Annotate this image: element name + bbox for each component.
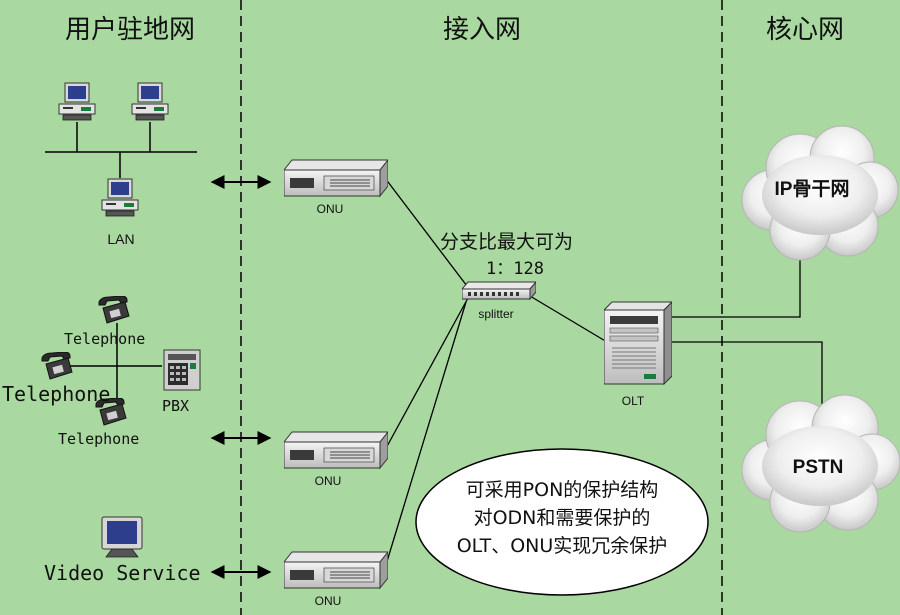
splitter-label: splitter	[478, 307, 513, 321]
note-line1: 可采用PON的保护结构	[466, 479, 659, 501]
split-ratio-line2: 1：128	[486, 259, 544, 279]
olt-icon	[604, 301, 672, 385]
fiber-links	[384, 177, 823, 569]
onu-2-icon	[284, 431, 388, 469]
lan-pc-2-icon	[131, 82, 169, 121]
lan-network: LAN	[45, 82, 197, 247]
zone-title-core: 核心网	[766, 15, 844, 45]
ip-backbone-label: IP骨干网	[775, 178, 850, 200]
note-line3: OLT、ONU实现冗余保护	[457, 535, 668, 557]
video-monitor-icon	[101, 516, 143, 558]
telephone-3-label: Telephone	[58, 430, 139, 448]
lan-pc-3-icon	[101, 178, 139, 217]
lan-label: LAN	[107, 231, 134, 247]
onu-1-label: ONU	[317, 202, 344, 216]
onu-2-label: ONU	[315, 474, 342, 488]
split-ratio-line1: 分支比最大可为	[440, 231, 573, 253]
telephone-2-label: Telephone	[2, 382, 110, 406]
pstn-label: PSTN	[793, 457, 844, 478]
telephone-network: Telephone Telephone Telephone PBX	[2, 296, 201, 448]
onu-1-icon	[284, 159, 388, 197]
pbx-label: PBX	[162, 397, 189, 415]
telephone-1-label: Telephone	[64, 330, 145, 348]
splitter-icon	[462, 281, 536, 300]
ip-backbone-cloud: IP骨干网	[741, 125, 899, 261]
video-service: Video Service	[44, 516, 201, 585]
zone-title-customer: 用户驻地网	[65, 15, 195, 45]
zone-title-access: 接入网	[443, 15, 521, 45]
video-service-label: Video Service	[44, 561, 201, 585]
olt-label: OLT	[622, 394, 645, 408]
pbx-icon	[163, 349, 201, 391]
lan-pc-1-icon	[58, 82, 96, 121]
onu-3-icon	[284, 551, 388, 589]
onu-3-label: ONU	[315, 594, 342, 608]
pstn-cloud: PSTN	[741, 394, 900, 533]
telephone-2-icon	[41, 352, 73, 380]
note-line2: 对ODN和需要保护的	[474, 507, 651, 529]
protection-note: 可采用PON的保护结构 对ODN和需要保护的 OLT、ONU实现冗余保护	[415, 448, 709, 596]
telephone-1-icon	[98, 296, 130, 324]
